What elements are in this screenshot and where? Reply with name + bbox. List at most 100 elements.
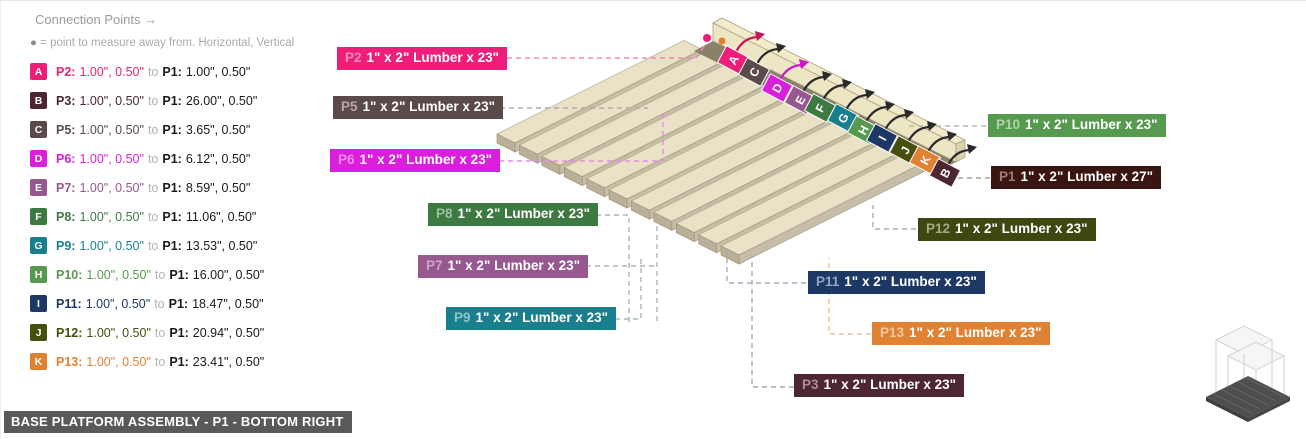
row-to-part: P1:: [168, 296, 189, 311]
row-to-part: P1:: [162, 122, 182, 137]
part-label-prefix: P9: [454, 310, 471, 325]
connection-row-k: K P13: 1.00", 0.50" to P1: 23.41", 0.50": [30, 347, 330, 376]
row-to-word: to: [147, 64, 159, 79]
connection-row-i: I P11: 1.00", 0.50" to P1: 18.47", 0.50": [30, 289, 330, 318]
row-to-part: P1:: [162, 180, 182, 195]
part-label-prefix: P6: [338, 152, 355, 167]
part-label-prefix: P11: [816, 274, 840, 289]
row-to-word: to: [147, 151, 159, 166]
part-label-text: 1" x 2" Lumber x 23": [909, 325, 1042, 340]
row-from-values: 1.00", 0.50": [86, 354, 151, 369]
part-label-text: 1" x 2" Lumber x 23": [1025, 117, 1158, 132]
badge-arrowhead: [927, 121, 937, 131]
row-to-word: to: [154, 267, 166, 282]
row-letter-badge: I: [30, 295, 47, 312]
row-to-part: P1:: [162, 151, 182, 166]
row-to-word: to: [154, 296, 165, 311]
part-label-P11: P11 1" x 2" Lumber x 23": [808, 271, 985, 294]
badge-arrow: [802, 75, 825, 93]
row-letter-badge: D: [30, 150, 47, 167]
row-part: P2:: [56, 64, 76, 79]
row-part: P8:: [56, 209, 76, 224]
leader-p6: [499, 112, 664, 162]
badge-arrow: [927, 135, 950, 153]
part-label-P7: P7 1" x 2" Lumber x 23": [418, 255, 589, 278]
badge-arrow: [822, 83, 845, 101]
badge-arrowhead: [776, 43, 786, 53]
connection-row-h: H P10: 1.00", 0.50" to P1: 16.00", 0.50": [30, 260, 330, 289]
part-label-text: 1" x 2" Lumber x 23": [447, 258, 581, 273]
part-label-text: 1" x 2" Lumber x 23": [362, 99, 496, 114]
row-to-word: to: [147, 180, 159, 195]
part-label-text: 1" x 2" Lumber x 23": [366, 50, 500, 65]
model-badge-C: C: [737, 57, 771, 87]
row-to-values: 23.41", 0.50": [192, 354, 265, 369]
row-to-values: 13.53", 0.50": [185, 238, 258, 253]
part-label-prefix: P7: [426, 258, 443, 273]
part-label-text: 1" x 2" Lumber x 23": [359, 152, 493, 167]
badge-arrow: [845, 93, 868, 111]
row-to-part: P1:: [162, 209, 182, 224]
row-to-word: to: [154, 325, 166, 340]
badge-arrowhead: [885, 101, 895, 111]
row-part: P10:: [56, 267, 83, 282]
connection-row-a: A P2: 1.00", 0.50" to P1: 1.00", 0.50": [30, 57, 330, 86]
badge-arrow: [779, 63, 802, 81]
measure-point-dot-pink: [703, 34, 711, 42]
part-label-prefix: P12: [926, 221, 951, 236]
badge-arrow: [947, 148, 970, 166]
row-from-values: 1.00", 0.50": [79, 238, 144, 253]
model-badge-B: B: [928, 158, 962, 188]
svg-text:I: I: [875, 133, 889, 143]
row-from-values: 1.00", 0.50": [79, 122, 144, 137]
row-to-word: to: [147, 93, 159, 108]
connection-row-e: E P7: 1.00", 0.50" to P1: 8.59", 0.50": [30, 173, 330, 202]
part-label-text: 1" x 2" Lumber x 27": [1020, 169, 1154, 184]
row-letter-badge: H: [30, 266, 47, 283]
row-part: P11:: [56, 296, 82, 311]
row-to-part: P1:: [162, 238, 182, 253]
part-label-prefix: P13: [880, 325, 905, 340]
row-letter-badge: K: [30, 353, 47, 370]
row-from-values: 1.00", 0.50": [79, 64, 144, 79]
model-badge-D: D: [760, 73, 794, 103]
row-part: P7:: [56, 180, 76, 195]
assembly-thumbnail: [1206, 325, 1290, 422]
row-from-values: 1.00", 0.50": [86, 325, 151, 340]
part-label-text: 1" x 2" Lumber x 23": [823, 377, 957, 392]
row-to-values: 1.00", 0.50": [185, 64, 251, 79]
row-letter-badge: A: [30, 63, 47, 80]
part-label-prefix: P5: [341, 99, 358, 114]
legend: ● = point to measure away from. Horizont…: [30, 37, 330, 49]
view-title: BASE PLATFORM ASSEMBLY - P1 - BOTTOM RIG…: [4, 411, 353, 433]
badge-arrow: [907, 125, 930, 143]
row-to-values: 8.59", 0.50": [185, 180, 251, 195]
row-to-values: 20.94", 0.50": [192, 325, 265, 340]
row-to-word: to: [147, 238, 159, 253]
row-from-values: 1.00", 0.50": [79, 180, 144, 195]
legend-dot-icon: ●: [30, 37, 37, 49]
row-part: P12:: [56, 325, 83, 340]
connection-row-g: G P9: 1.00", 0.50" to P1: 13.53", 0.50": [30, 231, 330, 260]
row-from-values: 1.00", 0.50": [79, 93, 144, 108]
row-letter-badge: F: [30, 208, 47, 225]
badge-arrow: [884, 113, 907, 131]
row-to-values: 11.06", 0.50": [185, 209, 257, 224]
badge-arrow: [865, 105, 888, 123]
part-label-P5: P5 1" x 2" Lumber x 23": [333, 96, 504, 119]
connection-points-panel: Connection Points → ● = point to measure…: [30, 10, 330, 376]
leader-p2: [507, 43, 707, 59]
legend-text: = point to measure away from. Horizontal…: [40, 37, 295, 49]
panel-title: Connection Points →: [35, 12, 158, 27]
measure-point-dot-orange: [718, 37, 726, 45]
badge-arrow: [735, 35, 758, 53]
badge-arrowhead: [822, 71, 832, 81]
row-from-values: 1.00", 0.50": [79, 151, 144, 166]
part-label-text: 1" x 2" Lumber x 23": [844, 274, 977, 289]
row-to-values: 6.12", 0.50": [185, 151, 251, 166]
part-label-text: 1" x 2" Lumber x 23": [475, 310, 609, 325]
part-label-prefix: P1: [999, 169, 1016, 184]
